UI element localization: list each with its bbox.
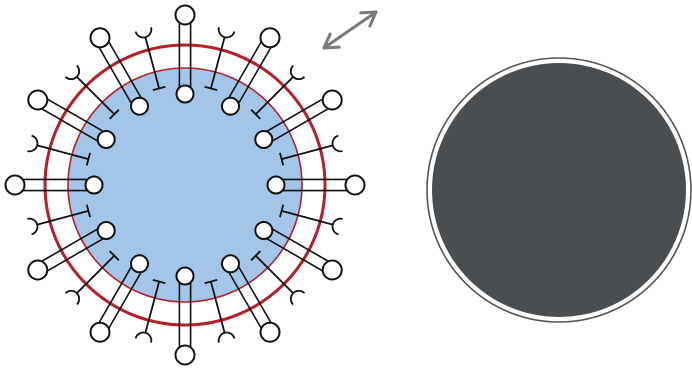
short-spike — [251, 251, 304, 304]
long-spike — [176, 6, 195, 103]
long-spike — [176, 268, 195, 365]
short-spike — [251, 65, 304, 118]
long-spike — [268, 176, 365, 195]
short-spike — [65, 251, 118, 304]
short-spike — [65, 65, 118, 118]
receptor-particle — [6, 6, 365, 365]
long-spike — [6, 176, 103, 195]
double-headed-arrow-icon — [324, 12, 376, 48]
dark-particle — [427, 58, 691, 322]
arrow-shaft — [324, 12, 376, 48]
dark-particle-disc — [432, 63, 686, 317]
